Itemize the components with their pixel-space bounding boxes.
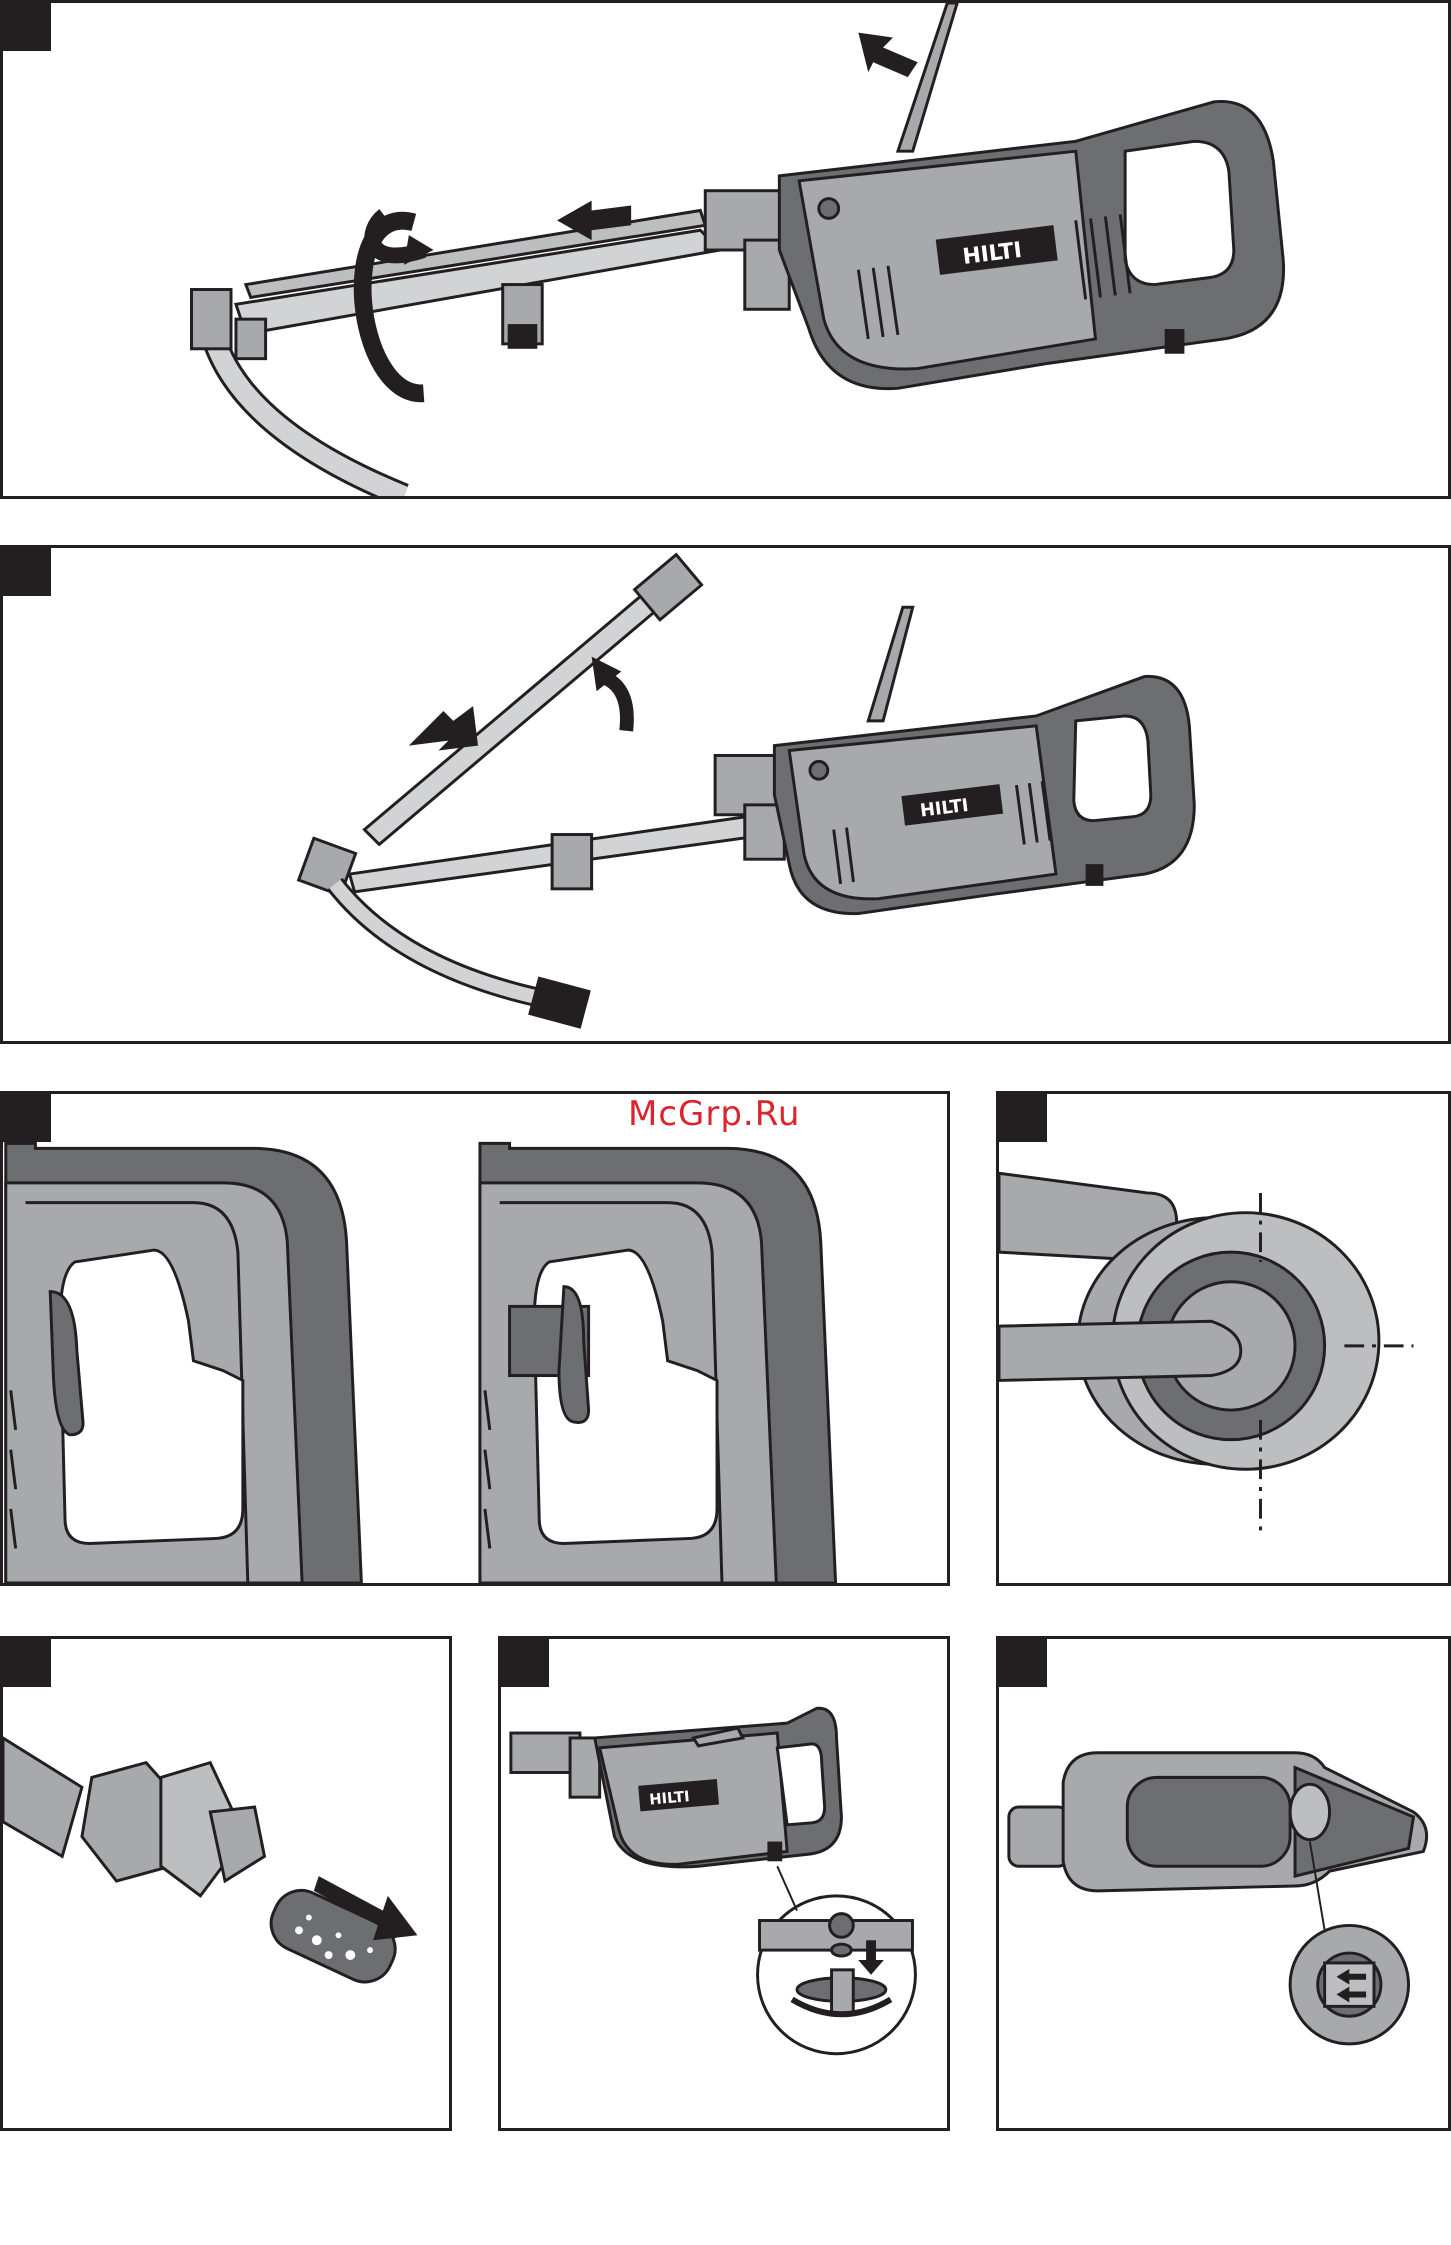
water-hose — [335, 884, 562, 1003]
panel-4-illustration — [999, 1094, 1448, 1583]
brand-logo: HILTI — [649, 1788, 691, 1808]
panel-7-illustration — [999, 1639, 1448, 2128]
handle-window — [777, 1744, 824, 1825]
hose-connector — [528, 976, 591, 1028]
handle-open — [480, 1143, 836, 1583]
panel-5 — [0, 1636, 452, 2131]
panel-1: HILTI — [0, 0, 1451, 499]
arrow-icon — [409, 706, 478, 750]
lever-handle — [868, 607, 912, 721]
panel-2-illustration: HILTI — [3, 548, 1448, 1041]
watermark: McGrp.Ru — [628, 1094, 800, 1134]
handle-window — [1074, 716, 1151, 821]
rotate-arrow-icon — [592, 657, 627, 731]
panel-3-illustration — [3, 1094, 947, 1583]
water-pipe — [3, 1738, 82, 1856]
panel-3 — [0, 1091, 950, 1586]
panel-6: HILTI — [498, 1636, 950, 2131]
panel-6-illustration: HILTI — [501, 1639, 947, 2128]
panel-7 — [996, 1636, 1451, 2131]
arrow-icon — [858, 33, 917, 77]
panel-1-illustration: HILTI — [3, 3, 1448, 496]
front-bracket — [191, 290, 231, 349]
panel-2: HILTI — [0, 545, 1451, 1044]
panel-5-illustration — [3, 1639, 449, 2128]
panel-4 — [996, 1091, 1451, 1586]
handle-closed — [6, 1143, 362, 1583]
handle-window — [1125, 141, 1234, 284]
lever-handle — [898, 3, 957, 151]
